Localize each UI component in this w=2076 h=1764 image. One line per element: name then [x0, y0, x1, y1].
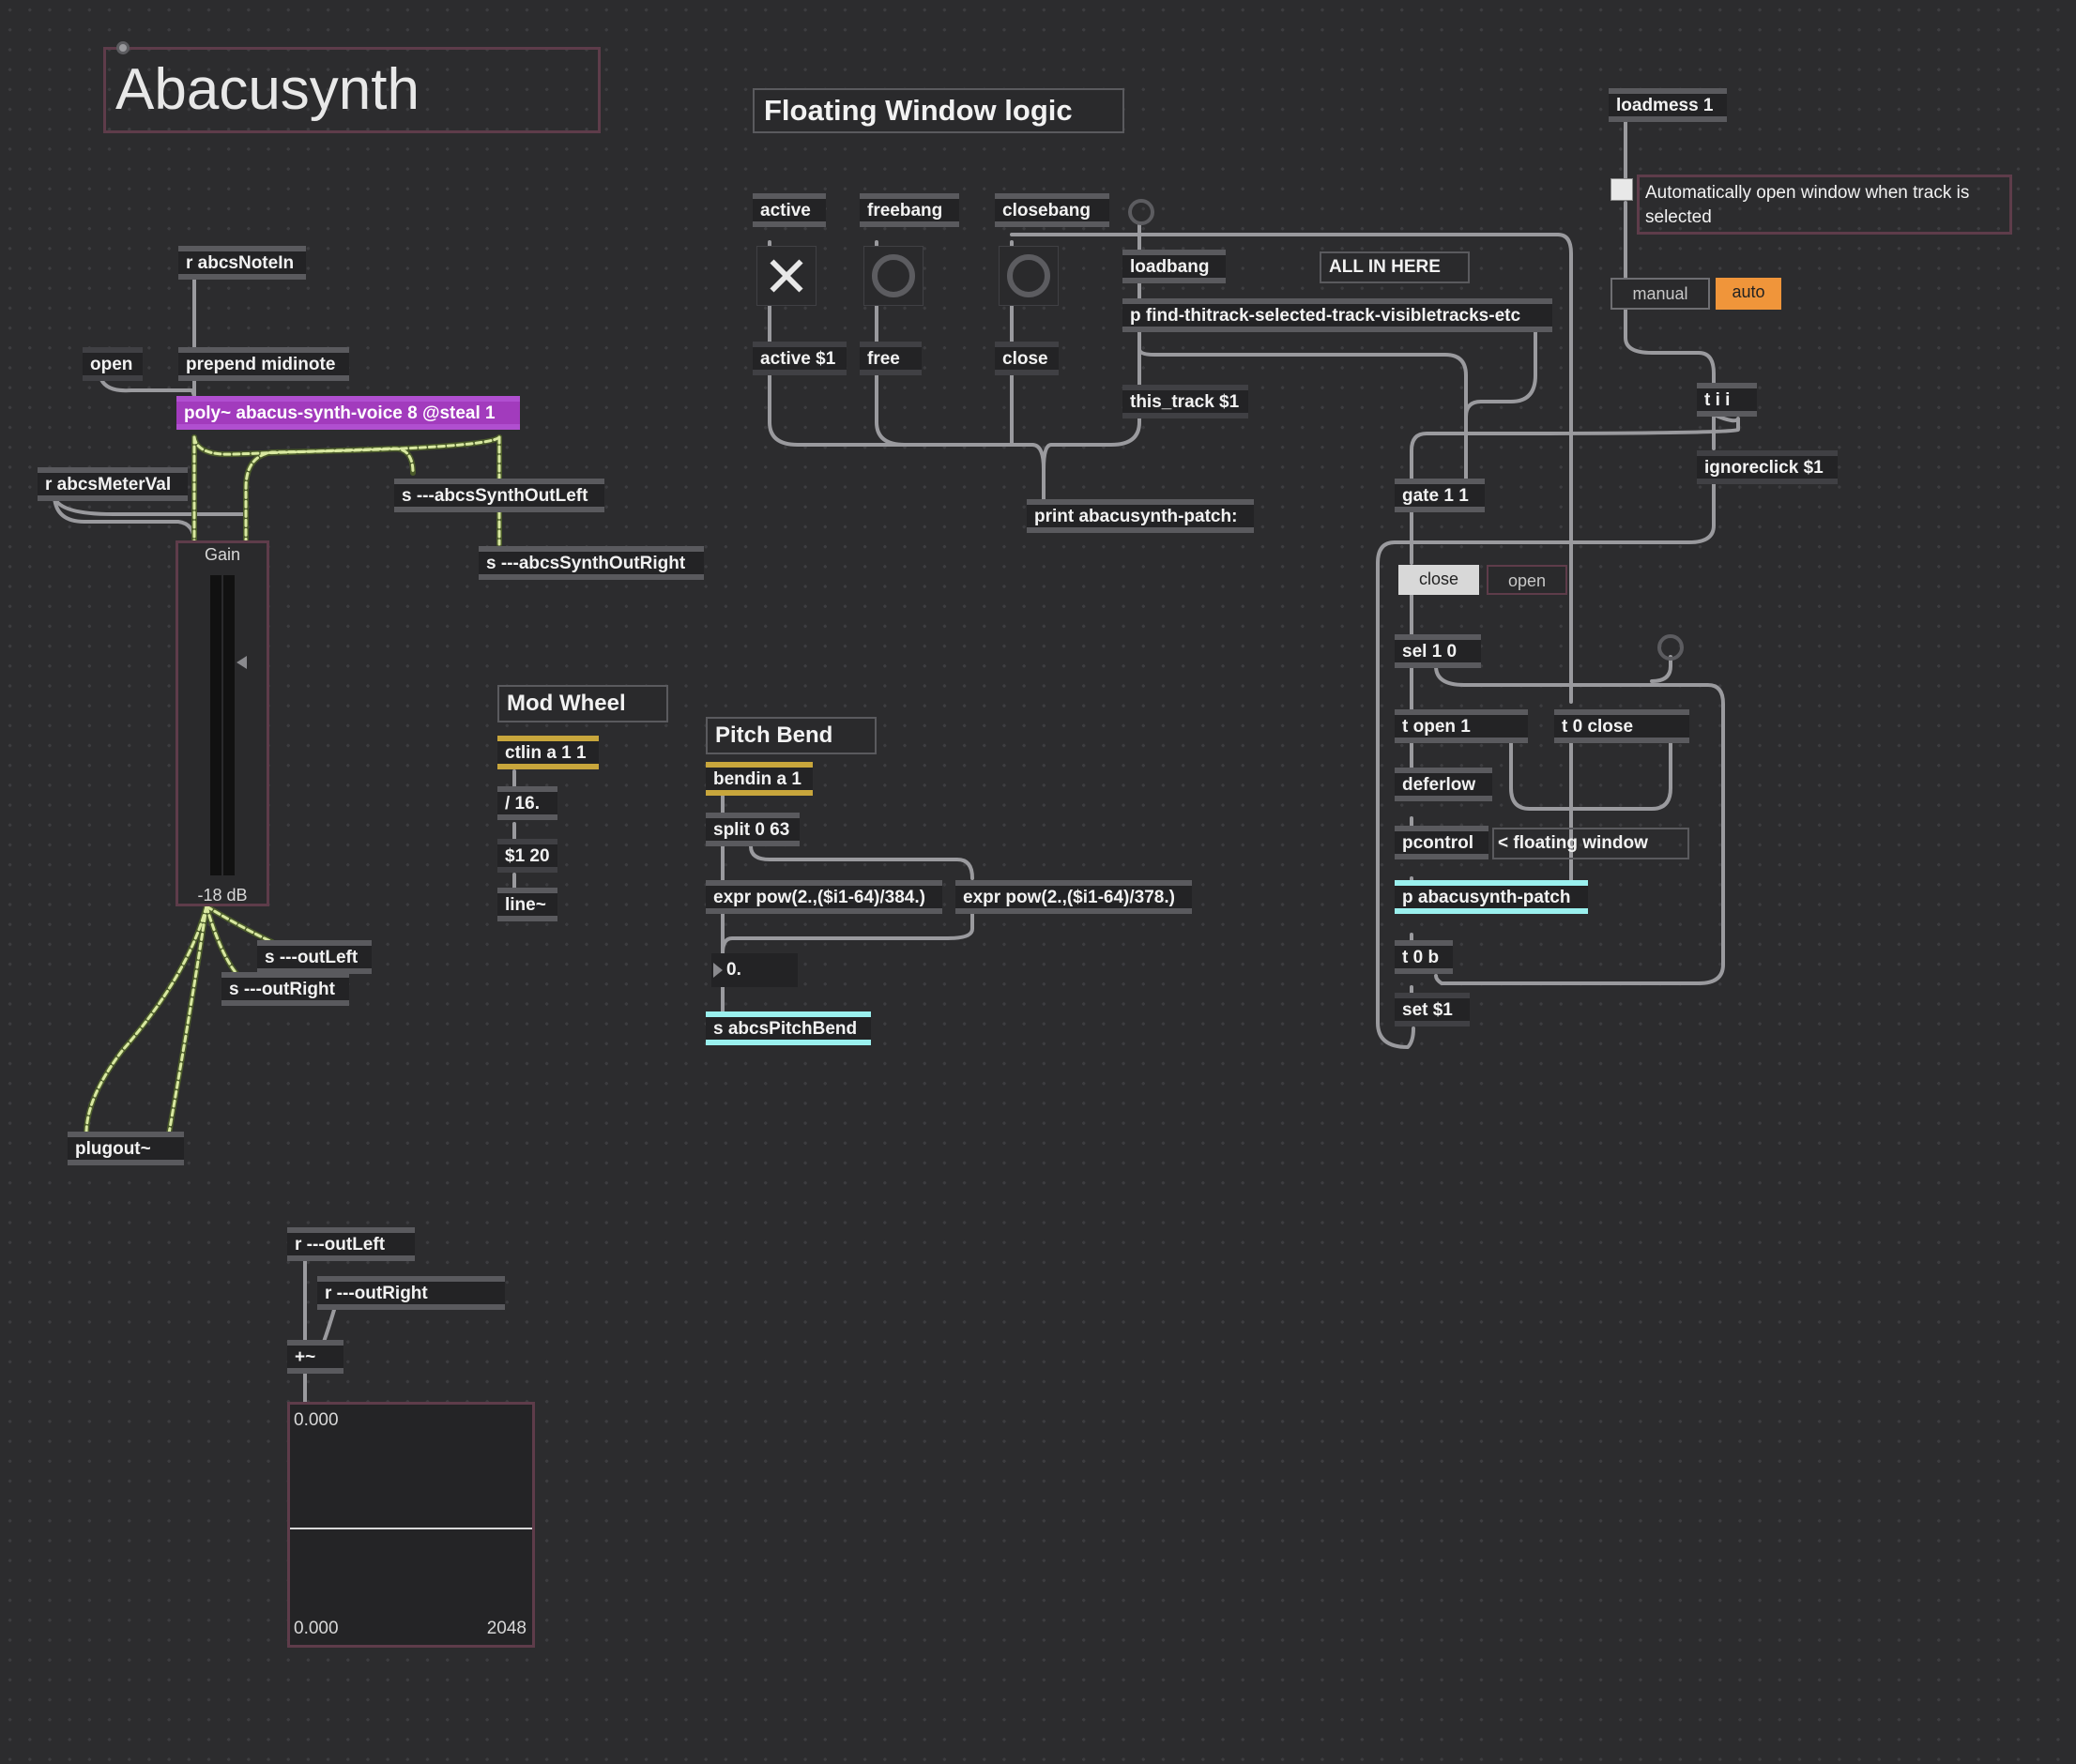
expr-384-object[interactable]: expr pow(2.,($i1-64)/384.) [706, 880, 942, 914]
bang-ring-icon [872, 254, 915, 297]
patch-title: Abacusynth [103, 47, 601, 133]
bang-indicator-icon[interactable] [1657, 634, 1684, 661]
lock-dot-icon [116, 41, 130, 54]
ctlin-object[interactable]: ctlin a 1 1 [497, 736, 599, 769]
signal-scope[interactable]: 0.000 0.000 2048 [287, 1402, 535, 1648]
send-synth-out-right[interactable]: s ---abcsSynthOutRight [479, 546, 704, 580]
auto-open-toggle[interactable] [1610, 178, 1633, 201]
gate-object[interactable]: gate 1 1 [1395, 479, 1485, 512]
send-pitch-bend-object[interactable]: s abcsPitchBend [706, 1011, 871, 1045]
scope-trace [290, 1528, 532, 1529]
active-object[interactable]: active [753, 193, 826, 227]
scope-buffer-size: 2048 [486, 1619, 527, 1638]
floating-window-comment: < floating window [1492, 828, 1689, 859]
split-object[interactable]: split 0 63 [706, 813, 800, 846]
scope-top-value: 0.000 [294, 1410, 339, 1430]
select-object[interactable]: sel 1 0 [1395, 634, 1481, 668]
auto-open-comment: Automatically open window when track is … [1637, 175, 2012, 235]
trigger-close-object[interactable]: t 0 close [1554, 709, 1689, 743]
all-in-here-comment: ALL IN HERE [1320, 251, 1470, 283]
active-toggle[interactable] [756, 246, 817, 306]
r-note-in-object[interactable]: r abcsNoteIn [178, 246, 306, 280]
pcontrol-object[interactable]: pcontrol [1395, 826, 1488, 859]
deferlow-object[interactable]: deferlow [1395, 768, 1492, 801]
free-message[interactable]: free [860, 342, 922, 375]
abacusynth-patch-subpatch[interactable]: p abacusynth-patch [1395, 880, 1588, 914]
closebang-button[interactable] [999, 246, 1059, 306]
send-outleft-object[interactable]: s ---outLeft [257, 940, 372, 974]
mod-wheel-heading: Mod Wheel [497, 685, 668, 722]
trigger-open-object[interactable]: t open 1 [1395, 709, 1528, 743]
set-message[interactable]: set $1 [1395, 993, 1470, 1026]
floating-window-heading: Floating Window logic [753, 88, 1124, 133]
send-synth-out-left[interactable]: s ---abcsSynthOutLeft [394, 479, 604, 512]
loadbang-object[interactable]: loadbang [1122, 250, 1226, 283]
freebang-button[interactable] [863, 246, 924, 306]
tab-close[interactable]: close [1398, 565, 1479, 595]
bang-indicator-icon[interactable] [1128, 199, 1154, 225]
pitch-bend-heading: Pitch Bend [706, 717, 877, 754]
scope-bottom-value: 0.000 [294, 1619, 339, 1638]
r-outleft-object[interactable]: r ---outLeft [287, 1227, 415, 1261]
expr-378-object[interactable]: expr pow(2.,($i1-64)/378.) [955, 880, 1192, 914]
bendin-object[interactable]: bendin a 1 [706, 762, 813, 796]
this-track-message[interactable]: this_track $1 [1122, 385, 1248, 418]
divide-object[interactable]: / 16. [497, 786, 557, 820]
trigger-iii-object[interactable]: t i i [1697, 383, 1757, 417]
pitch-number-box[interactable]: 0. [711, 953, 798, 987]
auto-button[interactable]: auto [1716, 278, 1781, 310]
r-outright-object[interactable]: r ---outRight [317, 1276, 505, 1310]
plus-signal-object[interactable]: +~ [287, 1340, 343, 1374]
r-meter-object[interactable]: r abcsMeterVal [38, 467, 188, 501]
prepend-midinote-object[interactable]: prepend midinote [178, 347, 349, 381]
toggle-x-icon [770, 259, 803, 293]
line-signal-object[interactable]: line~ [497, 888, 557, 921]
close-message[interactable]: close [995, 342, 1059, 375]
active-message[interactable]: active $1 [753, 342, 847, 375]
find-thistrack-subpatch[interactable]: p find-thitrack-selected-track-visibletr… [1122, 298, 1552, 332]
closebang-object[interactable]: closebang [995, 193, 1109, 227]
poly-voice-object[interactable]: poly~ abacus-synth-voice 8 @steal 1 [176, 396, 520, 430]
open-message[interactable]: open [83, 347, 143, 381]
send-outright-object[interactable]: s ---outRight [221, 972, 349, 1006]
ramp-message[interactable]: $1 20 [497, 839, 557, 873]
print-object[interactable]: print abacusynth-patch: [1027, 499, 1254, 533]
manual-button[interactable]: manual [1610, 278, 1710, 310]
freebang-object[interactable]: freebang [860, 193, 959, 227]
ignoreclick-message[interactable]: ignoreclick $1 [1697, 450, 1838, 484]
level-meter-left [210, 575, 221, 875]
plugout-object[interactable]: plugout~ [68, 1132, 184, 1165]
tab-open[interactable]: open [1487, 565, 1567, 595]
loadmess-object[interactable]: loadmess 1 [1609, 88, 1727, 122]
bang-ring-icon [1007, 254, 1050, 297]
gain-handle-icon[interactable] [237, 656, 247, 669]
gain-db-value: -18 dB [197, 886, 248, 905]
gain-label: Gain [204, 545, 241, 564]
trigger-0b-object[interactable]: t 0 b [1395, 940, 1453, 974]
level-meter-right [223, 575, 235, 875]
gain-slider[interactable]: Gain -18 dB [176, 540, 269, 906]
